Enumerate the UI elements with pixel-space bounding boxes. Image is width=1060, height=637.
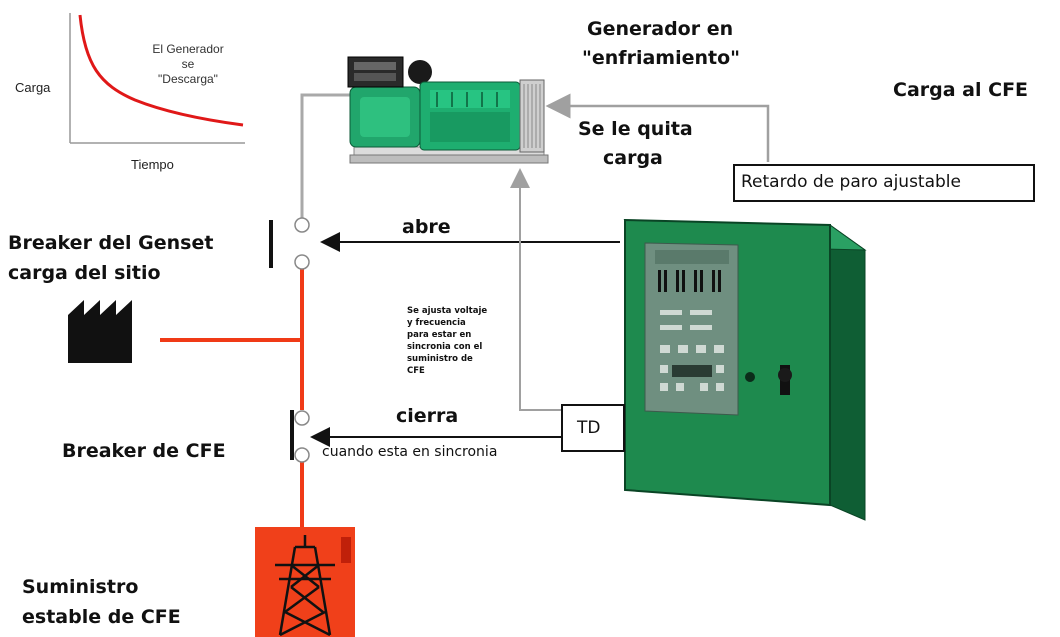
breaker-genset-line1: Breaker del Genset: [8, 232, 214, 254]
chart-x-label-text: Tiempo: [131, 157, 174, 172]
control-cabinet-icon: [623, 218, 867, 521]
carga-al-cfe-label: Carga al CFE: [893, 79, 1029, 101]
breaker-genset-line2: carga del sitio: [8, 262, 161, 284]
chart-annotation-line2: se: [182, 57, 195, 71]
generator-title-line2: "enfriamiento": [582, 47, 741, 69]
cierra-label: cierra: [396, 405, 459, 427]
chart-annotation-line1: El Generador: [152, 42, 223, 56]
diesel-generator-icon: [347, 56, 549, 164]
factory-icon: [68, 300, 132, 363]
sync-note-line2: y frecuencia: [407, 318, 466, 328]
sync-note-line1: Se ajusta voltaje: [407, 306, 488, 316]
sync-note: Se ajusta voltaje y frecuencia para esta…: [407, 305, 487, 377]
retardo-box: Retardo de paro ajustable: [733, 164, 1035, 202]
chart-annotation-line3: "Descarga": [158, 72, 218, 86]
breaker-cfe-label: Breaker de CFE: [62, 440, 226, 462]
retardo-label: Retardo de paro ajustable: [741, 172, 961, 192]
sync-note-line4: sincronia con el: [407, 342, 483, 352]
abre-label: abre: [402, 216, 451, 238]
sync-note-line6: CFE: [407, 366, 425, 376]
sync-signal-arrow: [510, 168, 565, 411]
suministro-line1: Suministro: [22, 576, 139, 598]
breaker-genset-contact-top: [294, 217, 310, 233]
breaker-cfe-contact-bottom: [294, 447, 310, 463]
generator-feed-wire: [300, 93, 350, 218]
sync-note-line3: para estar en: [407, 330, 472, 340]
discharge-curve-chart: El Generador se "Descarga" Carga Tiempo: [69, 13, 245, 144]
cuando-label: cuando esta en sincronia: [322, 444, 498, 460]
se-le-quita-line2: carga: [603, 147, 663, 169]
transmission-tower-icon: [255, 527, 355, 637]
retardo-signal-arrow: [545, 93, 770, 162]
breaker-genset-contact-bottom: [294, 254, 310, 270]
breaker-cfe-contact-top: [294, 410, 310, 426]
discharge-curve: [78, 14, 244, 127]
sync-note-line5: suministro de: [407, 354, 473, 364]
generator-title-line1: Generador en: [587, 18, 734, 40]
td-box: TD: [561, 404, 625, 452]
chart-y-label-text: Carga: [15, 80, 51, 95]
se-le-quita-line1: Se le quita: [578, 118, 693, 140]
suministro-line2: estable de CFE: [22, 606, 181, 628]
td-label: TD: [577, 418, 601, 438]
